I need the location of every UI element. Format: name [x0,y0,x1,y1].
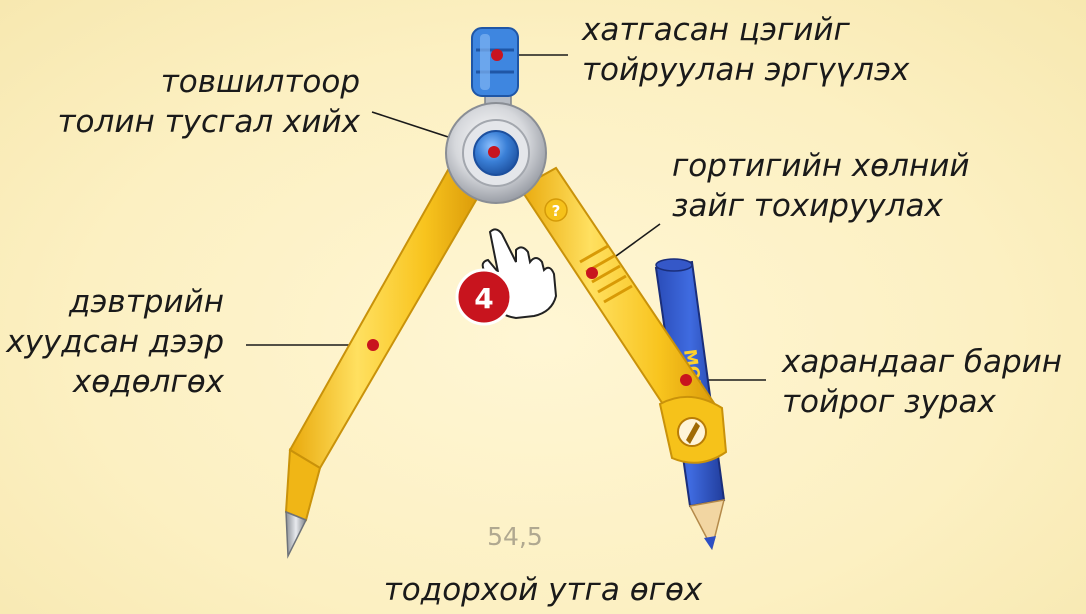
marker-move [367,339,379,351]
label-adjust-line1: гортигийн хөлний [672,148,970,184]
marker-mirror [488,146,500,158]
step-badge: 4 [455,268,513,326]
help-glyph: ? [552,202,561,220]
compass-left-leg[interactable] [284,168,484,559]
label-mirror: товшилтоор толин тусгал хийх [20,62,361,142]
label-move: дэвтрийн хуудсан дээр хөдөлгөх [0,282,224,402]
label-draw-line2: тойрог зурах [782,384,996,420]
label-mirror-line1: товшилтоор [160,64,360,100]
label-adjust-line2: зайг тохируулах [672,188,943,224]
rotate-handle[interactable] [471,27,519,115]
marker-rotate [491,49,503,61]
label-draw: харандааг барин тойрог зурах [782,342,1062,422]
label-value: тодорхой утга өгөх [383,572,703,608]
markers [367,49,692,386]
marker-adjust [586,267,598,279]
label-draw-line1: харандааг барин [782,344,1063,380]
label-move-line3: хөдөлгөх [72,364,224,400]
marker-draw [680,374,692,386]
label-mirror-line2: толин тусгал хийх [57,104,361,140]
label-rotate-line2: тойруулан эргүүлэх [582,52,910,88]
compass-right-leg[interactable]: ? [518,166,728,464]
value-readout[interactable]: 54,5 [487,522,543,551]
svg-text:4: 4 [474,282,493,315]
label-move-line2: хуудсан дээр [6,324,224,360]
label-adjust: гортигийн хөлний зайг тохируулах [672,146,970,226]
label-rotate-line1: хатгасан цэгийг [582,12,850,48]
label-rotate: хатгасан цэгийг тойруулан эргүүлэх [582,10,909,90]
help-icon[interactable] [544,198,568,222]
label-move-line1: дэвтрийн [68,284,224,320]
